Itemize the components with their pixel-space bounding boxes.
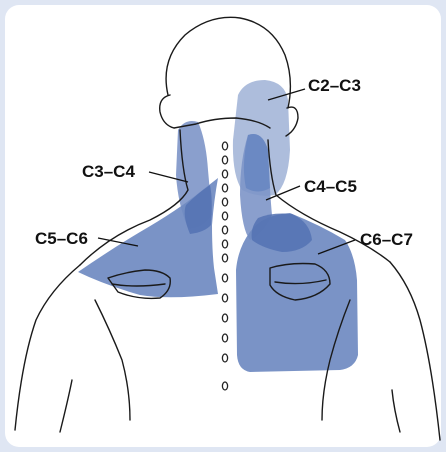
label-c6-c7: C6–C7 [360, 230, 413, 249]
label-c3-c4: C3–C4 [82, 162, 135, 181]
spine [222, 142, 227, 390]
label-c5-c6: C5–C6 [35, 229, 88, 248]
label-c2-c3: C2–C3 [308, 76, 361, 95]
label-c4-c5: C4–C5 [304, 177, 357, 196]
